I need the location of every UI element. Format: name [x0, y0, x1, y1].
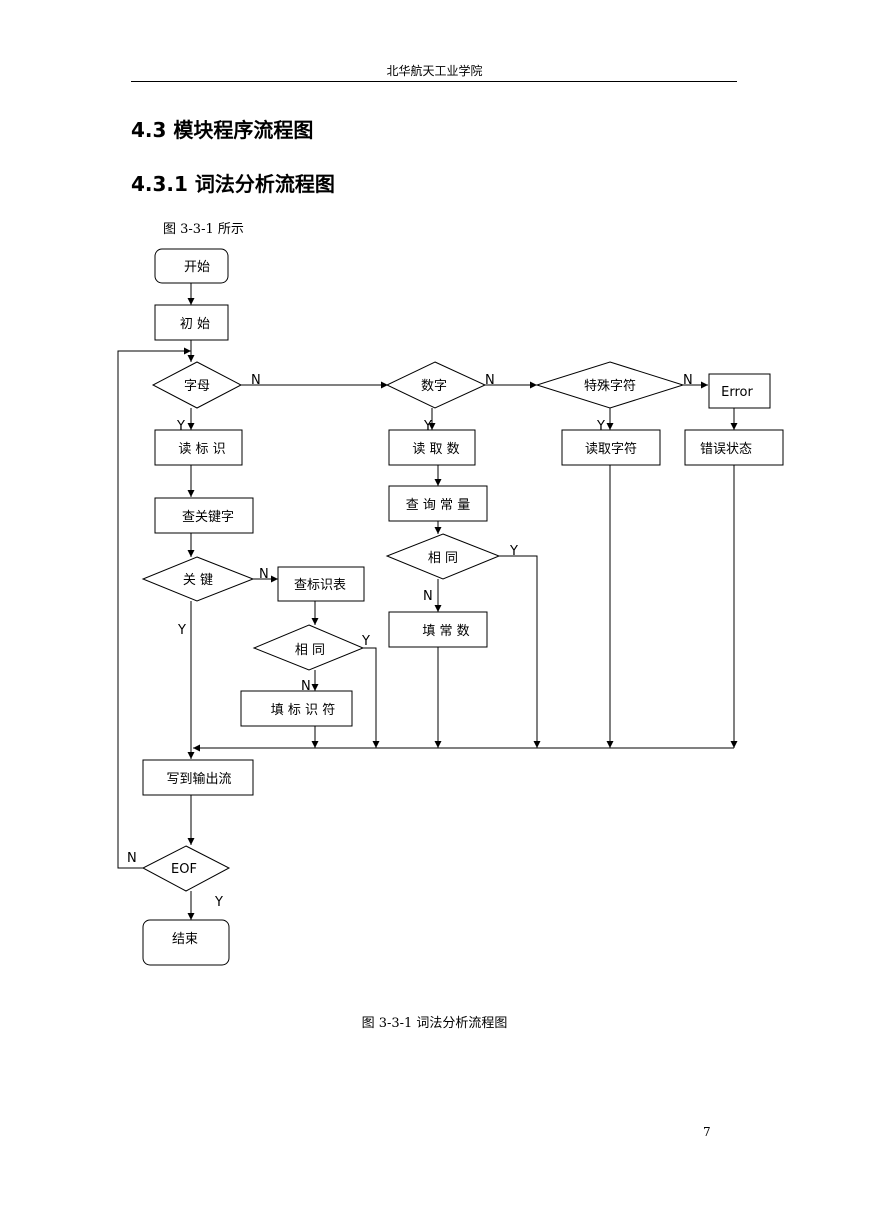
start-label: 开始	[184, 260, 210, 275]
error-state-box	[684, 429, 784, 466]
write-output-box	[142, 759, 254, 796]
special-no-label: N	[683, 373, 693, 388]
header-rule	[131, 81, 737, 82]
special-char-decision	[535, 361, 685, 409]
read-num-label: 读 取 数	[412, 442, 459, 457]
special-char-label: 特殊字符	[584, 378, 636, 394]
lookup-ident-table-box	[277, 566, 365, 602]
lookup-keyword-label: 查关键字	[182, 510, 234, 525]
error-state-label: 错误状态	[700, 442, 752, 457]
keyword-label: 关 键	[183, 573, 213, 588]
same-ident-no-label: N	[301, 679, 311, 694]
letter-decision	[151, 361, 243, 409]
page-header: 北华航天工业学院	[386, 64, 483, 78]
eof-decision	[141, 845, 231, 892]
lookup-ident-table-label: 查标识表	[294, 578, 346, 593]
read-char-label: 读取字符	[585, 441, 637, 457]
digit-no-label: N	[485, 373, 495, 388]
end-terminal	[142, 919, 230, 966]
page-number: 7	[703, 1125, 711, 1139]
eof-label: EOF	[171, 862, 197, 877]
same-const-decision	[385, 533, 501, 580]
section-heading: 4.3 模块程序流程图	[131, 118, 314, 142]
error-label: Error	[721, 385, 753, 400]
init-box	[154, 304, 229, 341]
figure-caption: 图 3-3-1 词法分析流程图	[361, 1016, 508, 1031]
start-terminal	[154, 248, 229, 284]
eof-no-label: N	[127, 851, 137, 866]
intro-text: 图 3-3-1 所示	[163, 222, 244, 237]
eof-yes-label: Y	[214, 895, 223, 910]
letter-no-label: N	[251, 373, 261, 388]
read-num-box	[388, 429, 476, 466]
read-ident-label: 读 标 识	[178, 442, 225, 457]
init-label: 初 始	[180, 317, 210, 332]
write-output-label: 写到输出流	[166, 771, 231, 787]
lookup-keyword-box	[154, 497, 254, 534]
lookup-const-box	[388, 485, 488, 522]
subsection-heading: 4.3.1 词法分析流程图	[131, 172, 335, 196]
same-const-no-label: N	[423, 589, 433, 604]
error-box	[708, 373, 771, 409]
fill-ident-label: 填 标 识 符	[271, 702, 335, 718]
keyword-yes-label: Y	[177, 623, 186, 638]
fill-const-box	[388, 611, 488, 648]
connectors	[117, 283, 738, 920]
same-ident-decision	[252, 624, 365, 671]
letter-yes-label: Y	[176, 419, 185, 434]
digit-label: 数字	[421, 379, 447, 394]
read-char-box	[561, 429, 661, 466]
fill-ident-box	[240, 690, 353, 727]
same-const-yes-label: Y	[509, 544, 518, 559]
same-ident-label: 相 同	[295, 643, 325, 658]
digit-yes-label: Y	[423, 419, 432, 434]
keyword-decision	[141, 556, 255, 602]
lookup-const-label: 查 询 常 量	[406, 498, 470, 513]
end-label: 结束	[172, 932, 198, 947]
read-ident-box	[154, 429, 243, 466]
same-ident-yes-label: Y	[361, 634, 370, 649]
same-const-label: 相 同	[428, 551, 458, 566]
keyword-no-label: N	[259, 567, 269, 582]
fill-const-label: 填 常 数	[422, 624, 469, 639]
letter-label: 字母	[184, 379, 210, 394]
digit-decision	[385, 361, 487, 409]
special-yes-label: Y	[596, 419, 605, 434]
